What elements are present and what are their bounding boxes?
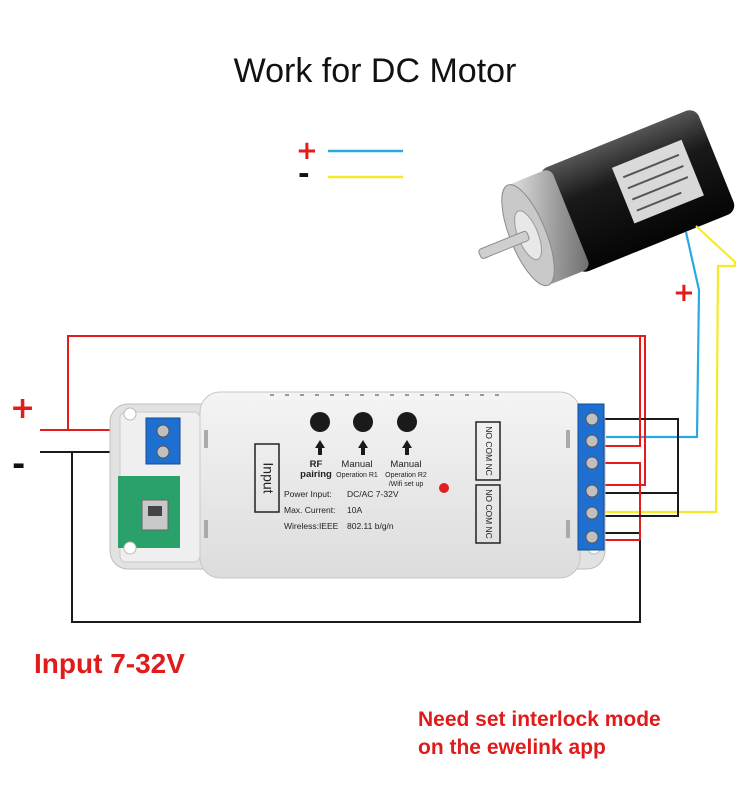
- legend-minus-sign: -: [298, 157, 310, 190]
- spec-value-current: 10A: [347, 505, 362, 515]
- input-minus-sign: -: [12, 445, 26, 483]
- spec-value-wireless: 802.11 b/g/n: [347, 521, 394, 531]
- interlock-note: Need set interlock mode on the ewelink a…: [418, 706, 661, 762]
- device-input-text: Input: [260, 462, 276, 493]
- spec-value-power: DC/AC 7-32V: [347, 489, 399, 499]
- manual-r1-label-2: Operation R1: [336, 472, 378, 479]
- interlock-note-line-1: Need set interlock mode: [418, 708, 661, 731]
- rf-label-1: RF: [310, 459, 323, 470]
- motor-wire-blue: [606, 231, 701, 439]
- rf-label-2: pairing: [300, 469, 332, 480]
- rf-pairing-button[interactable]: [310, 412, 330, 432]
- manual-r2-button[interactable]: [397, 412, 417, 432]
- button-arrows: [315, 440, 412, 455]
- relay-label-top: NO COM NC: [484, 426, 494, 476]
- motor-wire-yellow: [606, 225, 737, 514]
- manual-r2-label-3: /Wifi set up: [389, 481, 424, 488]
- spec-key-power: Power Input:: [284, 489, 332, 499]
- jumper-red-1: [600, 462, 641, 540]
- jumper-black-2: [600, 493, 679, 517]
- manual-r1-label-1: Manual: [341, 459, 372, 470]
- motor-plus-sign: +: [673, 278, 695, 308]
- interlock-note-line-2: on the ewelink app: [418, 736, 606, 759]
- spec-key-wireless: Wireless:IEEE: [284, 521, 339, 531]
- manual-r1-button[interactable]: [353, 412, 373, 432]
- relay-module: [109, 391, 606, 579]
- legend-plus-sign: +: [296, 136, 318, 166]
- manual-r2-label-1: Manual: [390, 459, 421, 470]
- manual-r2-label-2: Operation R2: [385, 472, 427, 479]
- status-led: [439, 483, 449, 493]
- input-wire-black: [40, 451, 641, 623]
- input-label-box: [254, 443, 280, 513]
- input-wire-red: [40, 335, 646, 486]
- relay-label-box-top: [475, 421, 501, 481]
- relay-label-box-bottom: [475, 484, 501, 544]
- jumper-red-3: [600, 336, 641, 447]
- dc-motor: [478, 110, 735, 287]
- spec-key-current: Max. Current:: [284, 505, 336, 515]
- input-plus-sign: +: [10, 391, 36, 426]
- diagram-title: Work for DC Motor: [233, 52, 517, 90]
- input-voltage-label: Input 7-32V: [34, 648, 185, 679]
- relay-label-bottom: NO COM NC: [484, 489, 494, 539]
